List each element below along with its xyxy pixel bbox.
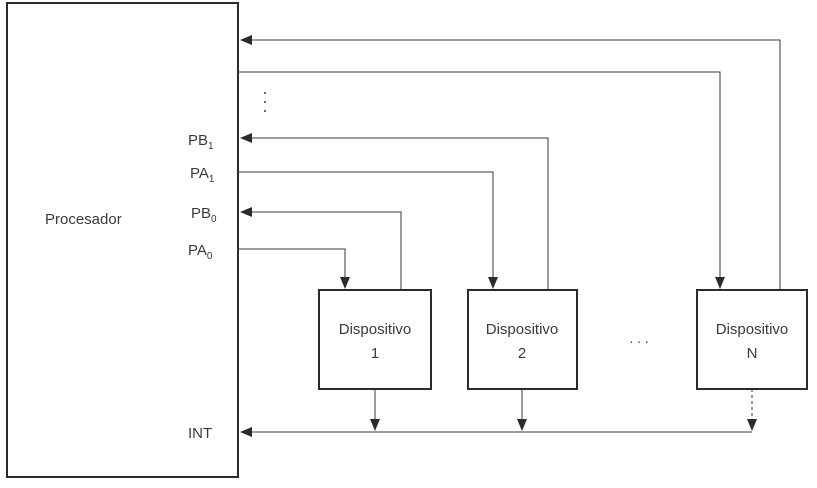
wire-pb0-return (250, 211, 402, 290)
wire-pa0-out (238, 248, 346, 278)
wire-pbn-return (250, 39, 781, 290)
arrow-pb0-in (240, 207, 252, 217)
device-n-number: N (747, 345, 758, 362)
wire-pan-out (238, 71, 721, 278)
device-n-name: Dispositivo (716, 321, 789, 338)
device-n-box (696, 289, 808, 390)
port-label-pa0: PA0 (188, 242, 213, 262)
wire-pa1-out (238, 171, 494, 278)
arrow-pa1-to-device-2 (488, 277, 498, 289)
port-label-pa1: PA1 (190, 165, 215, 185)
arrow-pan-to-device-n (715, 277, 725, 289)
device-1-box (318, 289, 432, 390)
arrow-pbn-in (240, 35, 252, 45)
arrow-int-device-2 (517, 419, 527, 431)
port-label-pb1: PB1 (188, 132, 214, 152)
int-label: INT (188, 425, 212, 442)
arrow-int-device-1 (370, 419, 380, 431)
port-ellipsis-vertical (264, 92, 266, 112)
port-label-pb0: PB0 (191, 205, 217, 225)
device-2-number: 2 (518, 345, 526, 362)
arrow-int-in (240, 427, 252, 437)
processor-label: Procesador (45, 211, 122, 228)
arrow-int-device-n (747, 419, 757, 431)
device-1-number: 1 (371, 345, 379, 362)
arrow-pb1-in (240, 133, 252, 143)
device-1-name: Dispositivo (339, 321, 412, 338)
device-2-box (467, 289, 578, 390)
arrow-pa0-to-device-1 (340, 277, 350, 289)
device-2-name: Dispositivo (486, 321, 559, 338)
wire-pb1-return (250, 137, 549, 290)
processor-box (6, 2, 239, 478)
device-ellipsis: . . . (629, 330, 648, 346)
